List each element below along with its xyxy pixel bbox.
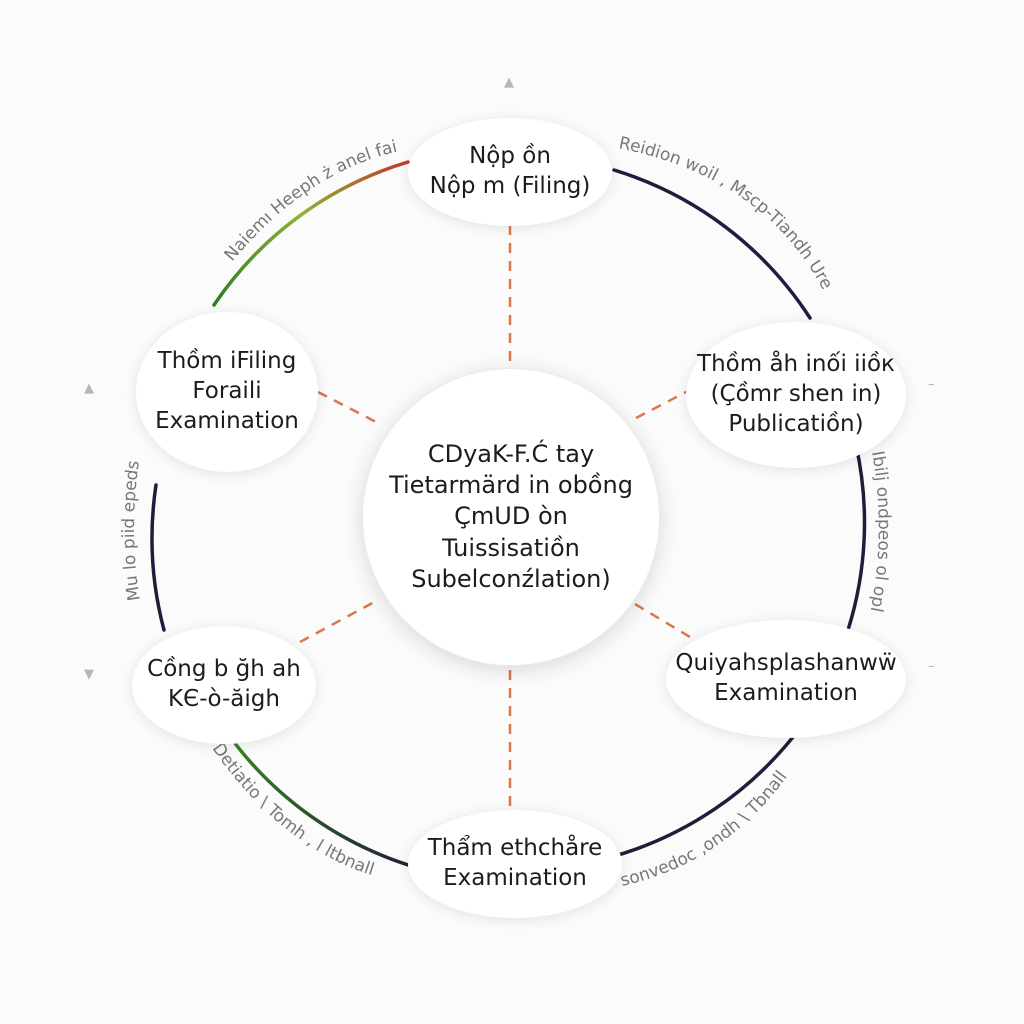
ring-arc-bottom-right bbox=[606, 726, 802, 860]
node-announcement-line-2: KЄ-ò-ăigh bbox=[168, 686, 280, 712]
connector-left-upper bbox=[317, 390, 383, 427]
ring-arc-top-right bbox=[612, 168, 812, 320]
node-publication-line-1: Thồm åh inối iiồк bbox=[697, 351, 895, 378]
node-substantive-examination: Quiyahsplashanwẅ Examination bbox=[666, 620, 906, 738]
arc-label-bottom-left: Detiatio \ Tomh , l ltbnall bbox=[208, 739, 377, 880]
node-formal-line-3: Examination bbox=[155, 407, 299, 434]
connector-right-upper bbox=[635, 388, 691, 420]
center-line-3: ÇmUD òn bbox=[454, 502, 568, 531]
center-line-5: Subelconźlation) bbox=[411, 564, 611, 593]
connector-right-lower bbox=[634, 602, 696, 642]
arc-label-top-right: Reidion woil , Mscp-Tiandh Ure bbox=[617, 133, 836, 292]
node-formal-line-2: Foraili bbox=[192, 378, 262, 405]
arc-label-left: Mu lo piid epeds bbox=[119, 459, 145, 602]
marker-right-upper: – bbox=[928, 377, 935, 392]
node-publication-line-2: (Çồmr shen in) bbox=[710, 381, 882, 408]
arc-label-top-left: Naiemı Heeph ż anel fai bbox=[221, 137, 399, 265]
ring-arc-left bbox=[150, 483, 166, 632]
node-formal-line-1: Thồm iFiling bbox=[157, 348, 297, 375]
node-publication: Thồm åh inối iiồк (Çồmr shen in) Publica… bbox=[686, 322, 906, 468]
node-examination-bottom: Thẩm ethchåre Examination bbox=[408, 810, 622, 918]
center-line-1: CDyaK-F.Ć tay bbox=[427, 440, 595, 469]
node-substantive-line-2: Examination bbox=[714, 680, 858, 706]
marker-left-upper: ▲ bbox=[84, 381, 94, 396]
node-announcement-line-1: Cồng b ğh ah bbox=[147, 656, 301, 683]
node-bottom-line-2: Examination bbox=[443, 865, 587, 891]
node-filing-line-1: Nộp ồn bbox=[469, 143, 551, 170]
node-filing-line-2: Nộp m (Filing) bbox=[429, 173, 591, 199]
center-line-4: Tuissisatiồn bbox=[442, 533, 580, 562]
node-filing: Nộp ồn Nộp m (Filing) bbox=[408, 118, 612, 226]
arc-label-bottom-right: sonvedoc ,ondh \ Tbnall bbox=[619, 767, 792, 891]
center-node: CDyaK-F.Ć tay Tietarmärd in obồng ÇmUD ò… bbox=[362, 368, 660, 666]
node-formal-examination: Thồm iFiling Foraili Examination bbox=[136, 312, 318, 472]
ring-arc-bottom-left bbox=[226, 732, 420, 870]
ring-arc-top-left bbox=[212, 160, 410, 307]
arc-label-right: Ibilj ondpeos ol opl bbox=[866, 449, 894, 613]
node-substantive-line-1: Quiyahsplashanwẅ bbox=[675, 650, 897, 677]
node-announcement: Cồng b ğh ah KЄ-ò-ăigh bbox=[132, 626, 316, 744]
node-bottom-line-1: Thẩm ethchåre bbox=[427, 835, 603, 862]
connector-left-lower bbox=[299, 598, 379, 644]
center-line-2: Tietarmärd in obồng bbox=[389, 471, 633, 500]
marker-top: ▲ bbox=[504, 75, 514, 90]
marker-left-lower: ▼ bbox=[84, 667, 94, 682]
ring-arc-right bbox=[846, 443, 867, 632]
node-publication-line-3: Publicatiồn) bbox=[728, 410, 864, 437]
marker-right-lower: – bbox=[928, 659, 935, 674]
